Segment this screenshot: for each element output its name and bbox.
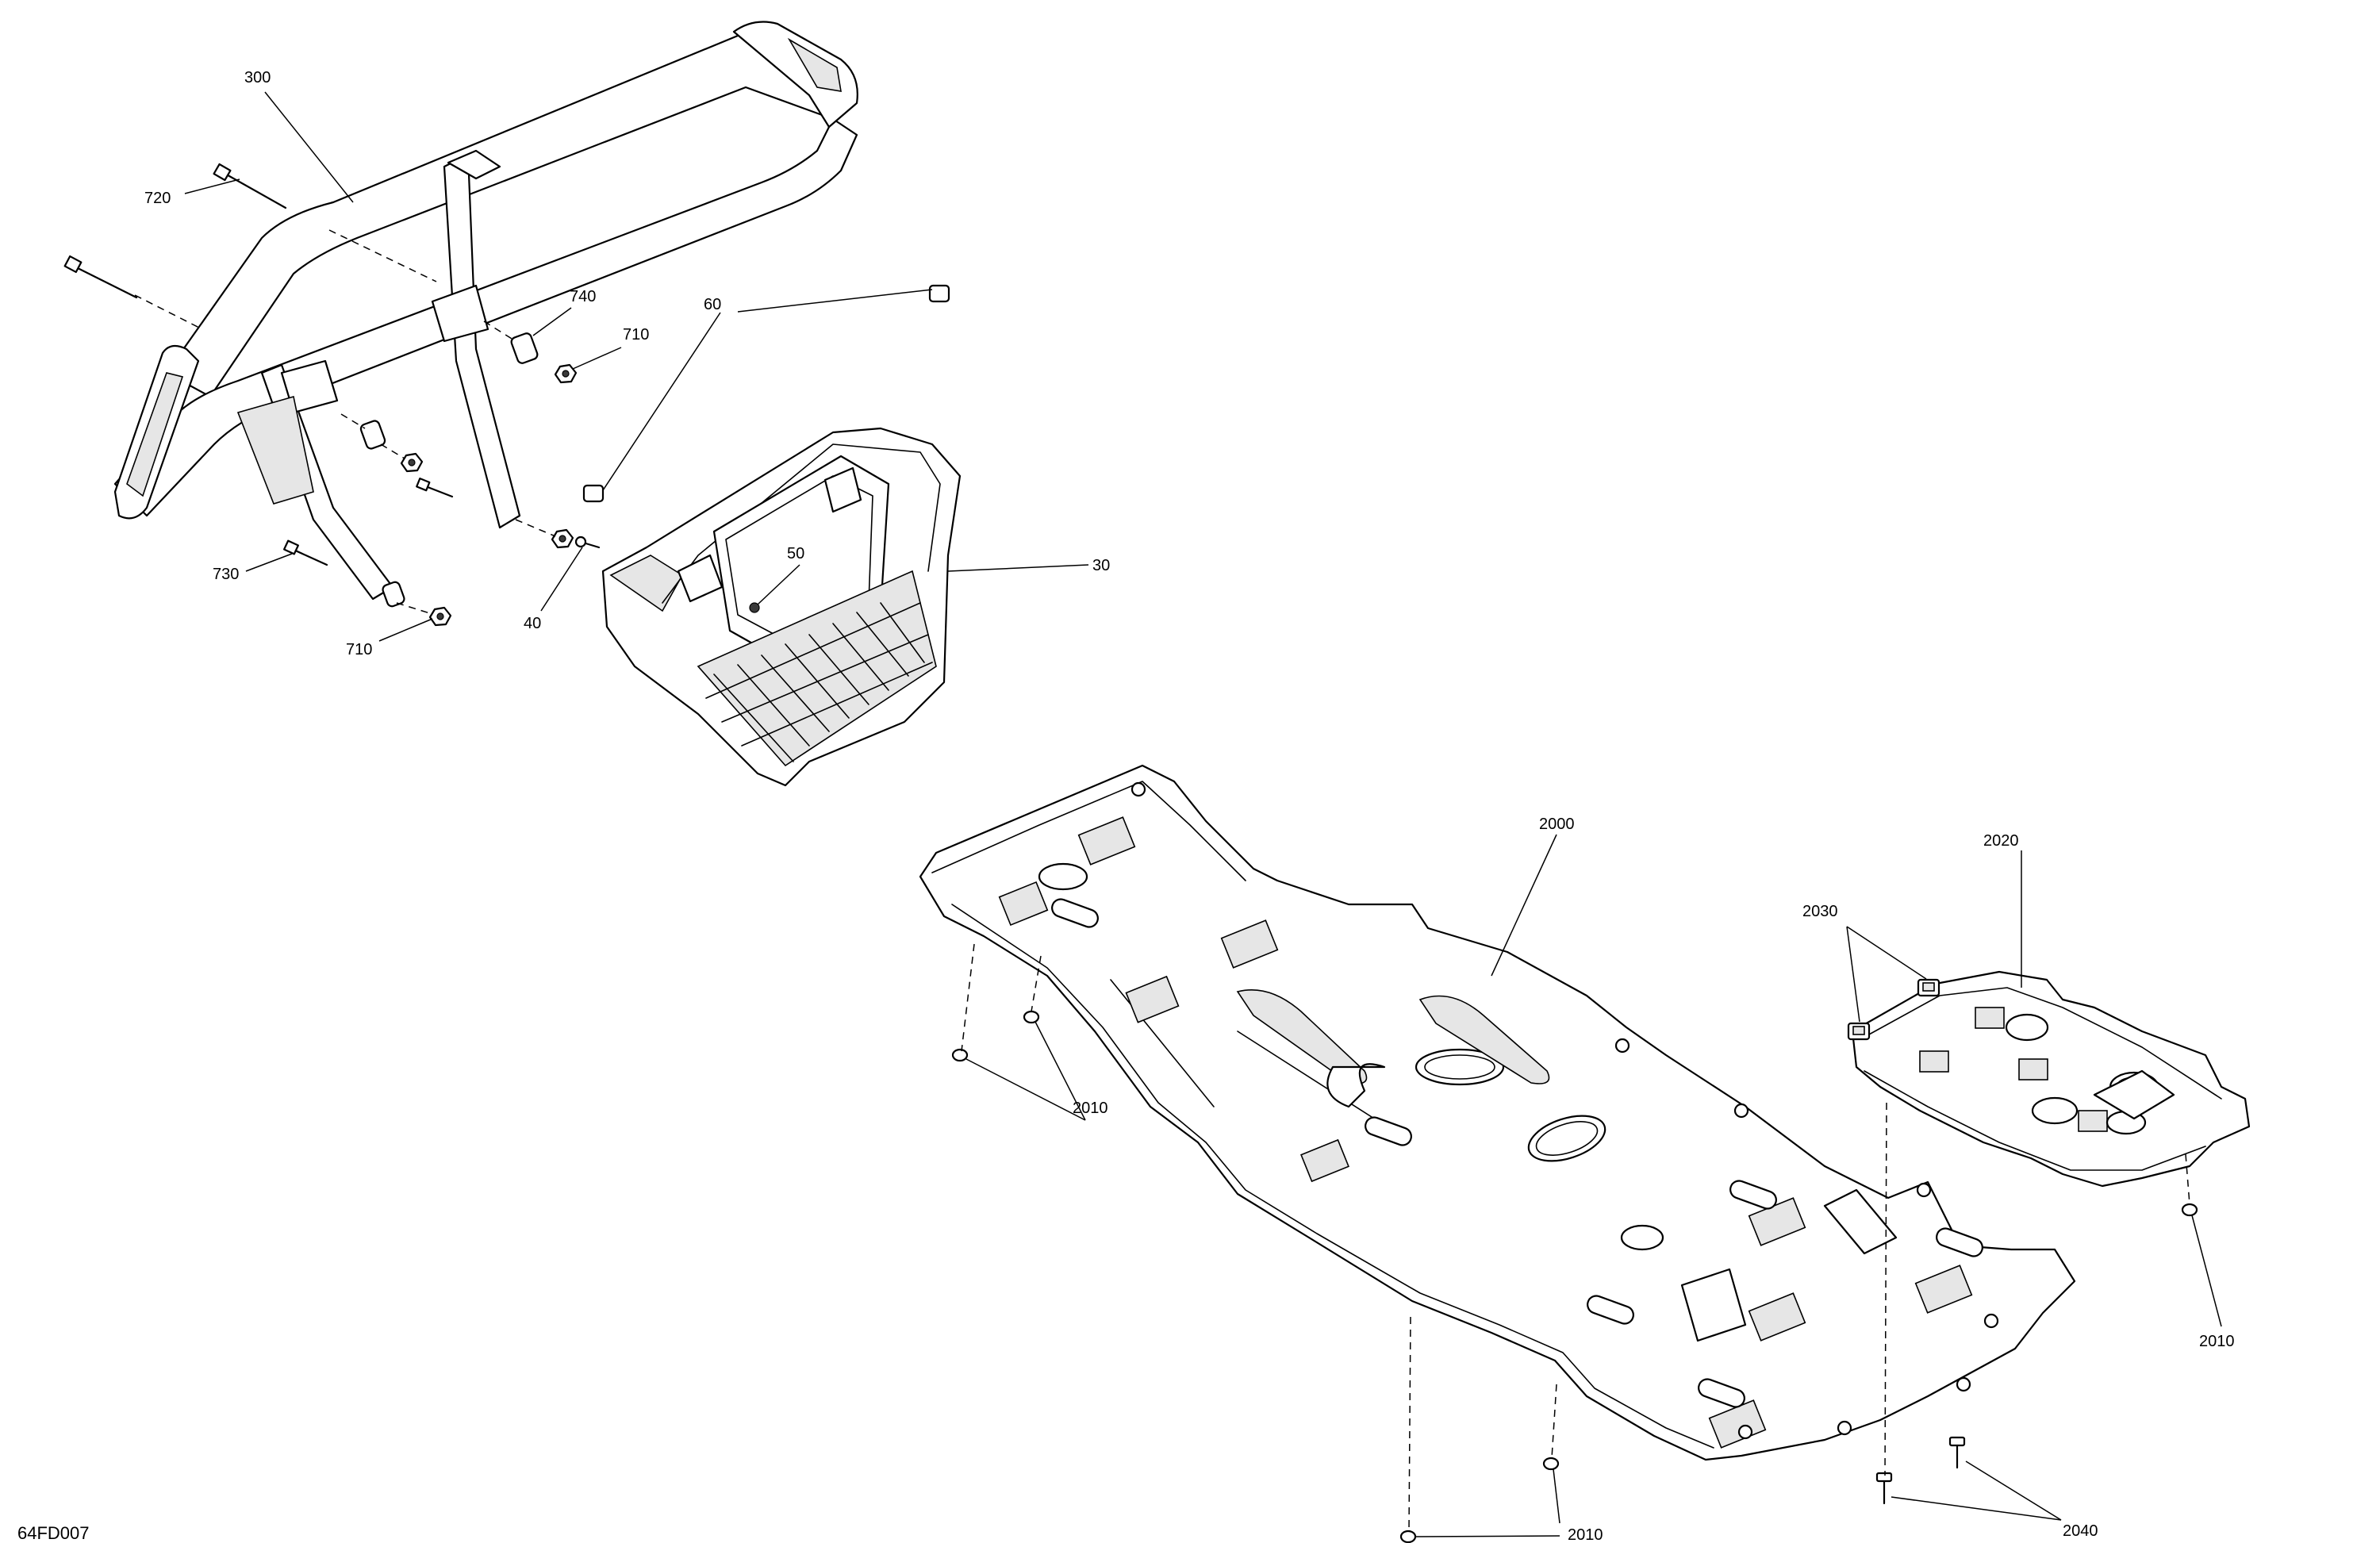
- bolt-730: [283, 539, 328, 566]
- main-skid-plate-part-2000: [919, 764, 2076, 1461]
- grille-pad: [998, 816, 1973, 1449]
- front-bumper-part: [113, 21, 858, 601]
- callout-2020: 2020: [1983, 832, 2019, 850]
- callout-720: 720: [144, 190, 171, 207]
- callout-50: 50: [787, 545, 804, 562]
- callout-300: 300: [244, 69, 271, 86]
- callout-730: 730: [213, 566, 239, 583]
- callout-2010-right: 2010: [2199, 1333, 2235, 1350]
- callout-2010-left: 2010: [1073, 1100, 1108, 1117]
- nut-40: [551, 528, 574, 549]
- clip-2030-left: [1847, 1022, 1871, 1041]
- nut-mid: [400, 452, 424, 473]
- callout-740: 740: [570, 288, 596, 305]
- bolt-left-long: [63, 255, 138, 299]
- bolt-720: [213, 163, 287, 209]
- spacer-left: [359, 420, 386, 450]
- bolt-2040: [1875, 1436, 1966, 1505]
- callout-30: 30: [1092, 557, 1110, 574]
- drawing-code: 64FD007: [17, 1523, 90, 1543]
- callout-710-upper: 710: [623, 326, 649, 344]
- nut-710-lower: [428, 606, 452, 627]
- screw-50: [749, 602, 760, 613]
- callout-40: 40: [524, 615, 541, 632]
- callout-2000: 2000: [1539, 816, 1575, 833]
- callout-2040: 2040: [2063, 1522, 2098, 1540]
- rivet-2010: [951, 1010, 2198, 1543]
- leader-lines: [184, 91, 2222, 1537]
- front-fascia-part-30: [601, 427, 962, 787]
- spacer-lower: [382, 581, 405, 608]
- callout-60: 60: [704, 296, 721, 313]
- nut-710-upper: [554, 363, 578, 384]
- clip-2030-right: [1917, 978, 1940, 997]
- bolt-lower-mid: [416, 478, 454, 498]
- callout-2010-bottom: 2010: [1568, 1526, 1603, 1543]
- callout-710-lower: 710: [346, 641, 372, 658]
- nut-60: [582, 284, 950, 503]
- spacer-740: [510, 332, 539, 364]
- rear-skid-plate-part-2020: [1851, 970, 2251, 1188]
- callout-2030: 2030: [1802, 903, 1838, 920]
- screw-40: [574, 535, 601, 549]
